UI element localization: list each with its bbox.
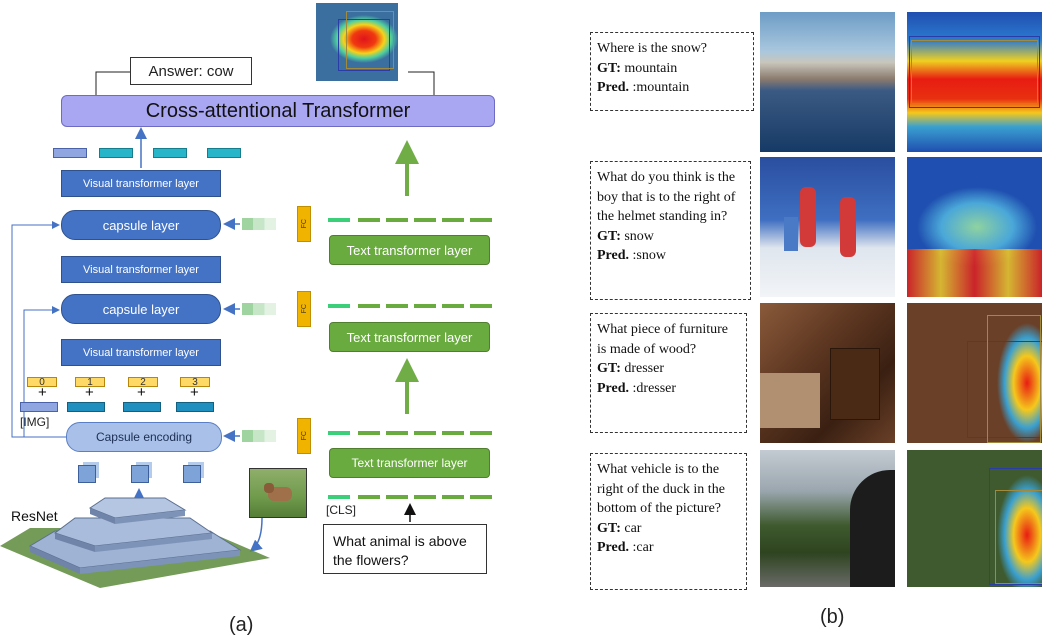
projected-features [242, 303, 276, 315]
img-embedding-token [20, 402, 58, 412]
pred-answer: :car [632, 540, 654, 555]
output-token-3 [153, 148, 187, 158]
pred-label: Pred. [597, 380, 630, 396]
capsule-layer-1: capsule layer [61, 294, 221, 324]
panel-a-caption: (a) [229, 614, 254, 636]
visual-layer-label: Visual transformer layer [83, 346, 199, 359]
gt-answer: dresser [624, 361, 665, 376]
input-photo-2 [760, 157, 895, 297]
visual-transformer-layer-1: Visual transformer layer [61, 339, 221, 366]
text-layer-label: Text transformer layer [346, 329, 473, 345]
question-text: What vehicle is to the right of the duck… [597, 462, 725, 516]
plus-sign: + [190, 384, 199, 401]
plus-sign: + [137, 384, 146, 401]
output-token-2 [99, 148, 133, 158]
capsule-encoding: Capsule encoding [66, 422, 222, 452]
question-text: What animal is above the flowers? [333, 533, 467, 568]
capsule-layer-2: capsule layer [61, 210, 221, 240]
img-token-label: [IMG] [20, 415, 50, 429]
feature-cube [131, 465, 149, 483]
input-photo-3 [760, 303, 895, 443]
pred-answer: :snow [632, 248, 666, 263]
resnet-label: ResNet [11, 508, 58, 524]
text-transformer-layer-1: Text transformer layer [329, 448, 490, 478]
patch-embedding-token [67, 402, 105, 412]
fc-layer-2: FC [297, 291, 311, 327]
plus-sign: + [38, 384, 47, 401]
patch-embedding-token [123, 402, 161, 412]
text-layer-label: Text transformer layer [351, 456, 468, 470]
gt-answer: mountain [624, 60, 678, 76]
pred-label: Pred. [597, 80, 630, 95]
feature-cube [78, 465, 96, 483]
question-text: Where is the snow? [597, 41, 708, 56]
answer-box: Answer: cow [130, 57, 252, 85]
pred-label: Pred. [597, 540, 630, 555]
output-token-1 [53, 148, 87, 158]
cross-transformer-label: Cross-attentional Transformer [145, 99, 411, 122]
cross-attentional-transformer: Cross-attentional Transformer [61, 95, 495, 127]
text-transformer-layer-2: Text transformer layer [329, 322, 490, 352]
projected-features [242, 430, 276, 442]
attention-photo-4 [907, 450, 1042, 587]
attention-photo-1 [907, 12, 1042, 152]
text-transformer-layer-3: Text transformer layer [329, 235, 490, 265]
answer-label: Answer: cow [148, 62, 234, 80]
gt-answer: car [624, 520, 642, 536]
patch-embedding-token [176, 402, 214, 412]
gt-label: GT: [597, 60, 621, 76]
position-token-2: 2 [128, 377, 158, 388]
pred-answer: :dresser [632, 380, 677, 396]
resnet-pyramid [0, 497, 270, 588]
capsule-layer-label: capsule layer [102, 301, 180, 317]
question-box: What animal is above the flowers? [323, 524, 487, 574]
attention-photo-3 [907, 303, 1042, 443]
visual-transformer-layer-3: Visual transformer layer [61, 170, 221, 197]
attention-map-thumbnail [316, 3, 398, 81]
visual-transformer-layer-2: Visual transformer layer [61, 256, 221, 283]
capsule-layer-label: capsule layer [102, 217, 180, 233]
pred-label: Pred. [597, 248, 630, 263]
fc-layer-3: FC [297, 206, 311, 242]
visual-layer-label: Visual transformer layer [83, 177, 199, 190]
plus-sign: + [85, 384, 94, 401]
gt-label: GT: [597, 361, 621, 376]
qa-box-4: What vehicle is to the right of the duck… [590, 453, 747, 590]
gt-answer: snow [624, 228, 654, 244]
input-photo-4 [760, 450, 895, 587]
position-token-3: 3 [180, 377, 210, 388]
qa-box-1: Where is the snow? GT: mountain Pred. :m… [590, 32, 754, 111]
output-token-4 [207, 148, 241, 158]
gt-label: GT: [597, 228, 621, 244]
pred-answer: :mountain [632, 80, 690, 95]
fc-layer-1: FC [297, 418, 311, 454]
position-token-0: 0 [27, 377, 57, 388]
position-token-1: 1 [75, 377, 105, 388]
capsule-encoding-label: Capsule encoding [95, 430, 193, 444]
gt-label: GT: [597, 520, 621, 536]
visual-layer-label: Visual transformer layer [83, 263, 199, 276]
question-text: What piece of furniture is made of wood? [597, 322, 728, 357]
qa-box-2: What do you think is the boy that is to … [590, 161, 751, 300]
panel-b-caption: (b) [820, 606, 845, 628]
attention-photo-2 [907, 157, 1042, 297]
feature-cube [183, 465, 201, 483]
input-image-cow [249, 468, 307, 518]
text-token-rows [328, 218, 492, 499]
qa-box-3: What piece of furniture is made of wood?… [590, 313, 747, 433]
question-text: What do you think is the boy that is to … [597, 170, 736, 224]
projected-features [242, 218, 276, 230]
cls-token-label: [CLS] [326, 503, 357, 517]
text-layer-label: Text transformer layer [346, 242, 473, 258]
input-photo-1 [760, 12, 895, 152]
